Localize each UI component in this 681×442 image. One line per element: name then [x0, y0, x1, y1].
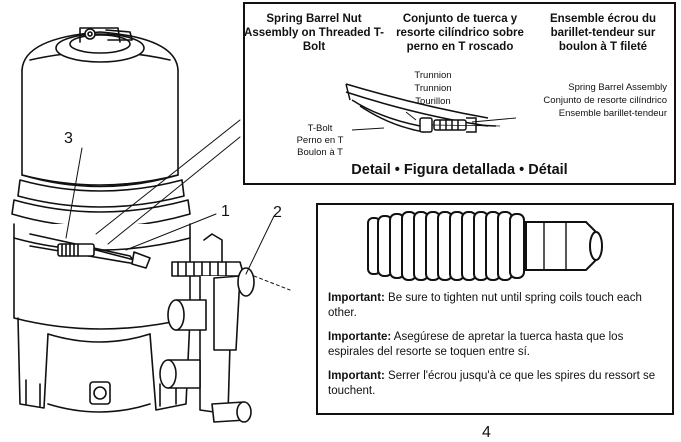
important-note-fr: Important: Serrer l'écrou jusqu'à ce que… — [328, 369, 658, 399]
important-note-es: Importante: Asegúrese de apretar la tuer… — [328, 330, 658, 360]
detail-panel: Spring Barrel Nut Assembly on Threaded T… — [243, 2, 676, 185]
detail-leaders — [351, 111, 517, 131]
callout-1: 1 — [221, 203, 230, 220]
air-relief-valve — [55, 27, 145, 63]
trunnion-label-es: Trunnion — [414, 83, 452, 94]
spring-label-es: Conjunto de resorte cilíndrico — [543, 95, 667, 106]
tbolt-label-fr: Boulon à T — [297, 147, 343, 158]
trunnion-label-fr: Tourillon — [415, 96, 451, 107]
leader-lines — [65, 119, 291, 291]
detail-caption: Detail • Figura detallada • Détail — [351, 162, 568, 178]
spring-barrel-drawing — [367, 211, 603, 281]
important-panel: Important: Be sure to tighten nut until … — [316, 203, 674, 415]
detail-header-es: Conjunto de tuerca y resorte cilíndrico … — [396, 13, 524, 53]
detail-header-fr: Ensemble écrou du barillet-tendeur sur b… — [549, 13, 657, 53]
callout-2: 2 — [273, 204, 282, 221]
important-text-es: Asegúrese de apretar la tuerca hasta que… — [328, 331, 624, 358]
important-label-en: Important: — [328, 292, 385, 304]
side-valve — [159, 233, 255, 423]
trunnion-label-en: Trunnion — [414, 70, 452, 81]
important-text-en: Be sure to tighten nut until spring coil… — [328, 292, 642, 319]
important-label-fr: Important: — [328, 370, 385, 382]
detail-header-en: Spring Barrel Nut Assembly on Threaded T… — [244, 13, 384, 53]
filter-tank — [11, 31, 191, 413]
tbolt-label-es: Perno en T — [296, 135, 344, 146]
clamp-detail-drawing — [345, 83, 501, 133]
tbolt-label-en: T-Bolt — [307, 123, 333, 134]
important-note-en: Important: Be sure to tighten nut until … — [328, 291, 658, 321]
important-label-es: Importante: — [328, 331, 392, 343]
clamp-area — [29, 233, 151, 269]
spring-label-fr: Ensemble barillet-tendeur — [558, 108, 667, 119]
spring-label-en: Spring Barrel Assembly — [568, 82, 667, 93]
page-number: 4 — [482, 424, 491, 441]
callout-3: 3 — [64, 130, 73, 147]
important-text-fr: Serrer l'écrou jusqu'à ce que les spires… — [328, 370, 656, 397]
